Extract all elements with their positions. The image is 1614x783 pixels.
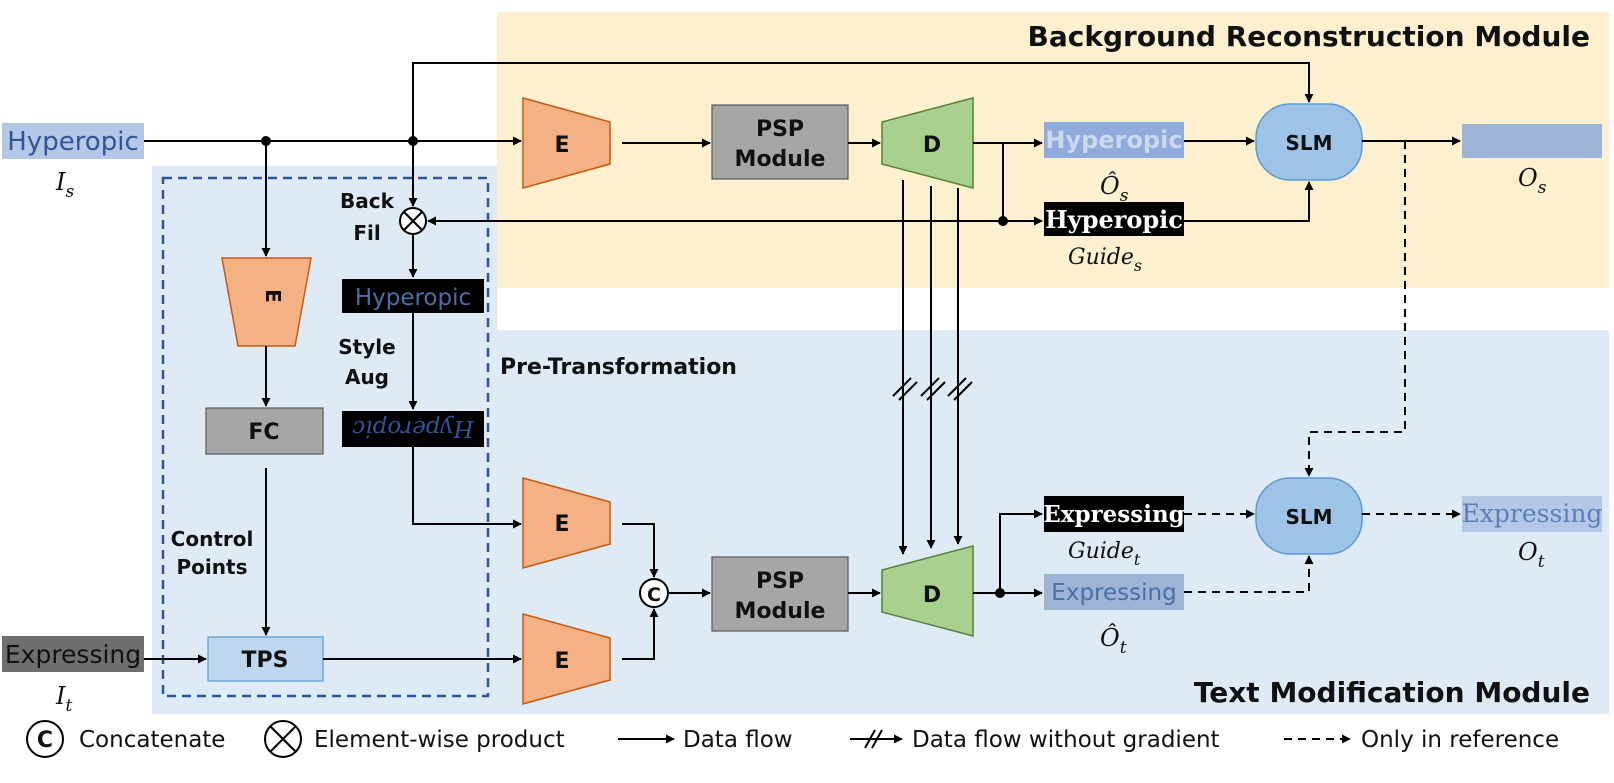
- psp-module-bottom: PSP Module: [711, 556, 849, 632]
- label-style-aug-1: Style: [338, 335, 395, 359]
- svg-text:Hyperopic: Hyperopic: [1045, 126, 1182, 154]
- svg-text:TPS: TPS: [242, 648, 289, 673]
- legend-data-flow: Data flow: [618, 727, 793, 753]
- slm-bottom: SLM: [1255, 477, 1363, 555]
- psp-module-top: PSP Module: [711, 104, 849, 180]
- source-image-Is: Hyperopic: [2, 123, 144, 159]
- text-module-title: Text Modification Module: [1194, 676, 1590, 709]
- svg-text:D: D: [923, 133, 941, 158]
- data-flow-arrows: [144, 62, 1461, 664]
- label-control-points-1: Control: [171, 527, 254, 551]
- svg-text:Hyperopic: Hyperopic: [1045, 205, 1183, 234]
- output-image-Ohat-s: Hyperopic: [1044, 122, 1184, 158]
- svg-text:Data flow without gradient: Data flow without gradient: [912, 727, 1220, 753]
- encoder-pre: E: [221, 257, 312, 347]
- reference-arrows: [1184, 141, 1461, 593]
- concatenate-node: C: [639, 578, 669, 608]
- label-Ohat-s: Ôs: [1100, 171, 1129, 206]
- svg-text:Hyperopic: Hyperopic: [352, 415, 474, 441]
- filtered-image: Hyperopic: [342, 279, 484, 313]
- svg-text:Data flow: Data flow: [683, 727, 793, 753]
- pre-transformation-dashed-box: [161, 176, 490, 698]
- legend-reference: Only in reference: [1284, 727, 1559, 753]
- label-back-fil-2: Fil: [353, 221, 380, 245]
- svg-text:SLM: SLM: [1285, 131, 1332, 155]
- encoder-bottom-2: E: [522, 613, 611, 705]
- svg-text:C: C: [37, 728, 53, 753]
- legend-no-gradient: Data flow without gradient: [850, 727, 1220, 753]
- svg-text:Expressing: Expressing: [1462, 499, 1603, 528]
- label-It: It: [55, 682, 72, 716]
- target-image-It: Expressing: [2, 636, 144, 672]
- guide-image-t: Expressing: [1043, 496, 1185, 532]
- output-image-Ohat-t: Expressing: [1044, 574, 1184, 610]
- label-control-points-2: Points: [177, 555, 248, 579]
- output-image-Ot: Expressing: [1462, 496, 1603, 532]
- svg-text:PSP: PSP: [756, 117, 804, 142]
- svg-text:Concatenate: Concatenate: [79, 727, 225, 753]
- label-Ot: Ot: [1518, 538, 1545, 572]
- fc-block: FC: [205, 407, 324, 455]
- svg-text:FC: FC: [248, 420, 279, 445]
- background-module-title: Background Reconstruction Module: [1028, 20, 1590, 53]
- output-image-Os: [1462, 124, 1602, 158]
- svg-text:E: E: [554, 133, 569, 158]
- svg-text:E: E: [554, 512, 569, 537]
- augmented-image: Hyperopic: [342, 411, 484, 447]
- pre-transformation-title: Pre-Transformation: [500, 355, 737, 380]
- guide-image-s: Hyperopic: [1044, 202, 1184, 236]
- label-guide-t: Guidet: [1068, 539, 1141, 569]
- svg-text:Expressing: Expressing: [1043, 501, 1185, 528]
- svg-text:PSP: PSP: [756, 569, 804, 594]
- legend-elementwise-product: Element-wise product: [264, 720, 565, 758]
- encoder-bottom-1: E: [522, 477, 611, 569]
- label-guide-s: Guides: [1068, 245, 1142, 275]
- svg-text:SLM: SLM: [1285, 505, 1332, 529]
- elementwise-product-node: [399, 207, 427, 235]
- svg-text:Expressing: Expressing: [1051, 580, 1176, 606]
- svg-text:Hyperopic: Hyperopic: [355, 285, 471, 311]
- label-Is: Is: [55, 168, 74, 202]
- svg-text:E: E: [554, 649, 569, 674]
- decoder-top: D: [881, 97, 974, 189]
- decoder-bottom: D: [881, 545, 974, 637]
- svg-text:Hyperopic: Hyperopic: [7, 127, 139, 157]
- label-Os: Os: [1518, 164, 1547, 198]
- label-back-fil-1: Back: [340, 189, 395, 213]
- legend: C Concatenate Element-wise product Data …: [26, 720, 1559, 758]
- svg-text:C: C: [647, 584, 661, 606]
- encoder-top: E: [522, 97, 611, 189]
- svg-text:D: D: [923, 583, 941, 608]
- legend-concatenate: C Concatenate: [26, 720, 225, 758]
- svg-text:Element-wise product: Element-wise product: [314, 727, 565, 753]
- label-Ohat-t: Ôt: [1100, 623, 1127, 658]
- svg-text:E: E: [261, 289, 285, 303]
- slm-top: SLM: [1255, 103, 1363, 181]
- svg-text:Module: Module: [735, 599, 826, 624]
- svg-text:Module: Module: [735, 147, 826, 172]
- svg-text:Expressing: Expressing: [5, 640, 141, 669]
- svg-text:Only in reference: Only in reference: [1361, 727, 1559, 753]
- no-gradient-arrows: [892, 180, 973, 555]
- label-style-aug-2: Aug: [345, 365, 389, 389]
- tps-block: TPS: [207, 636, 324, 682]
